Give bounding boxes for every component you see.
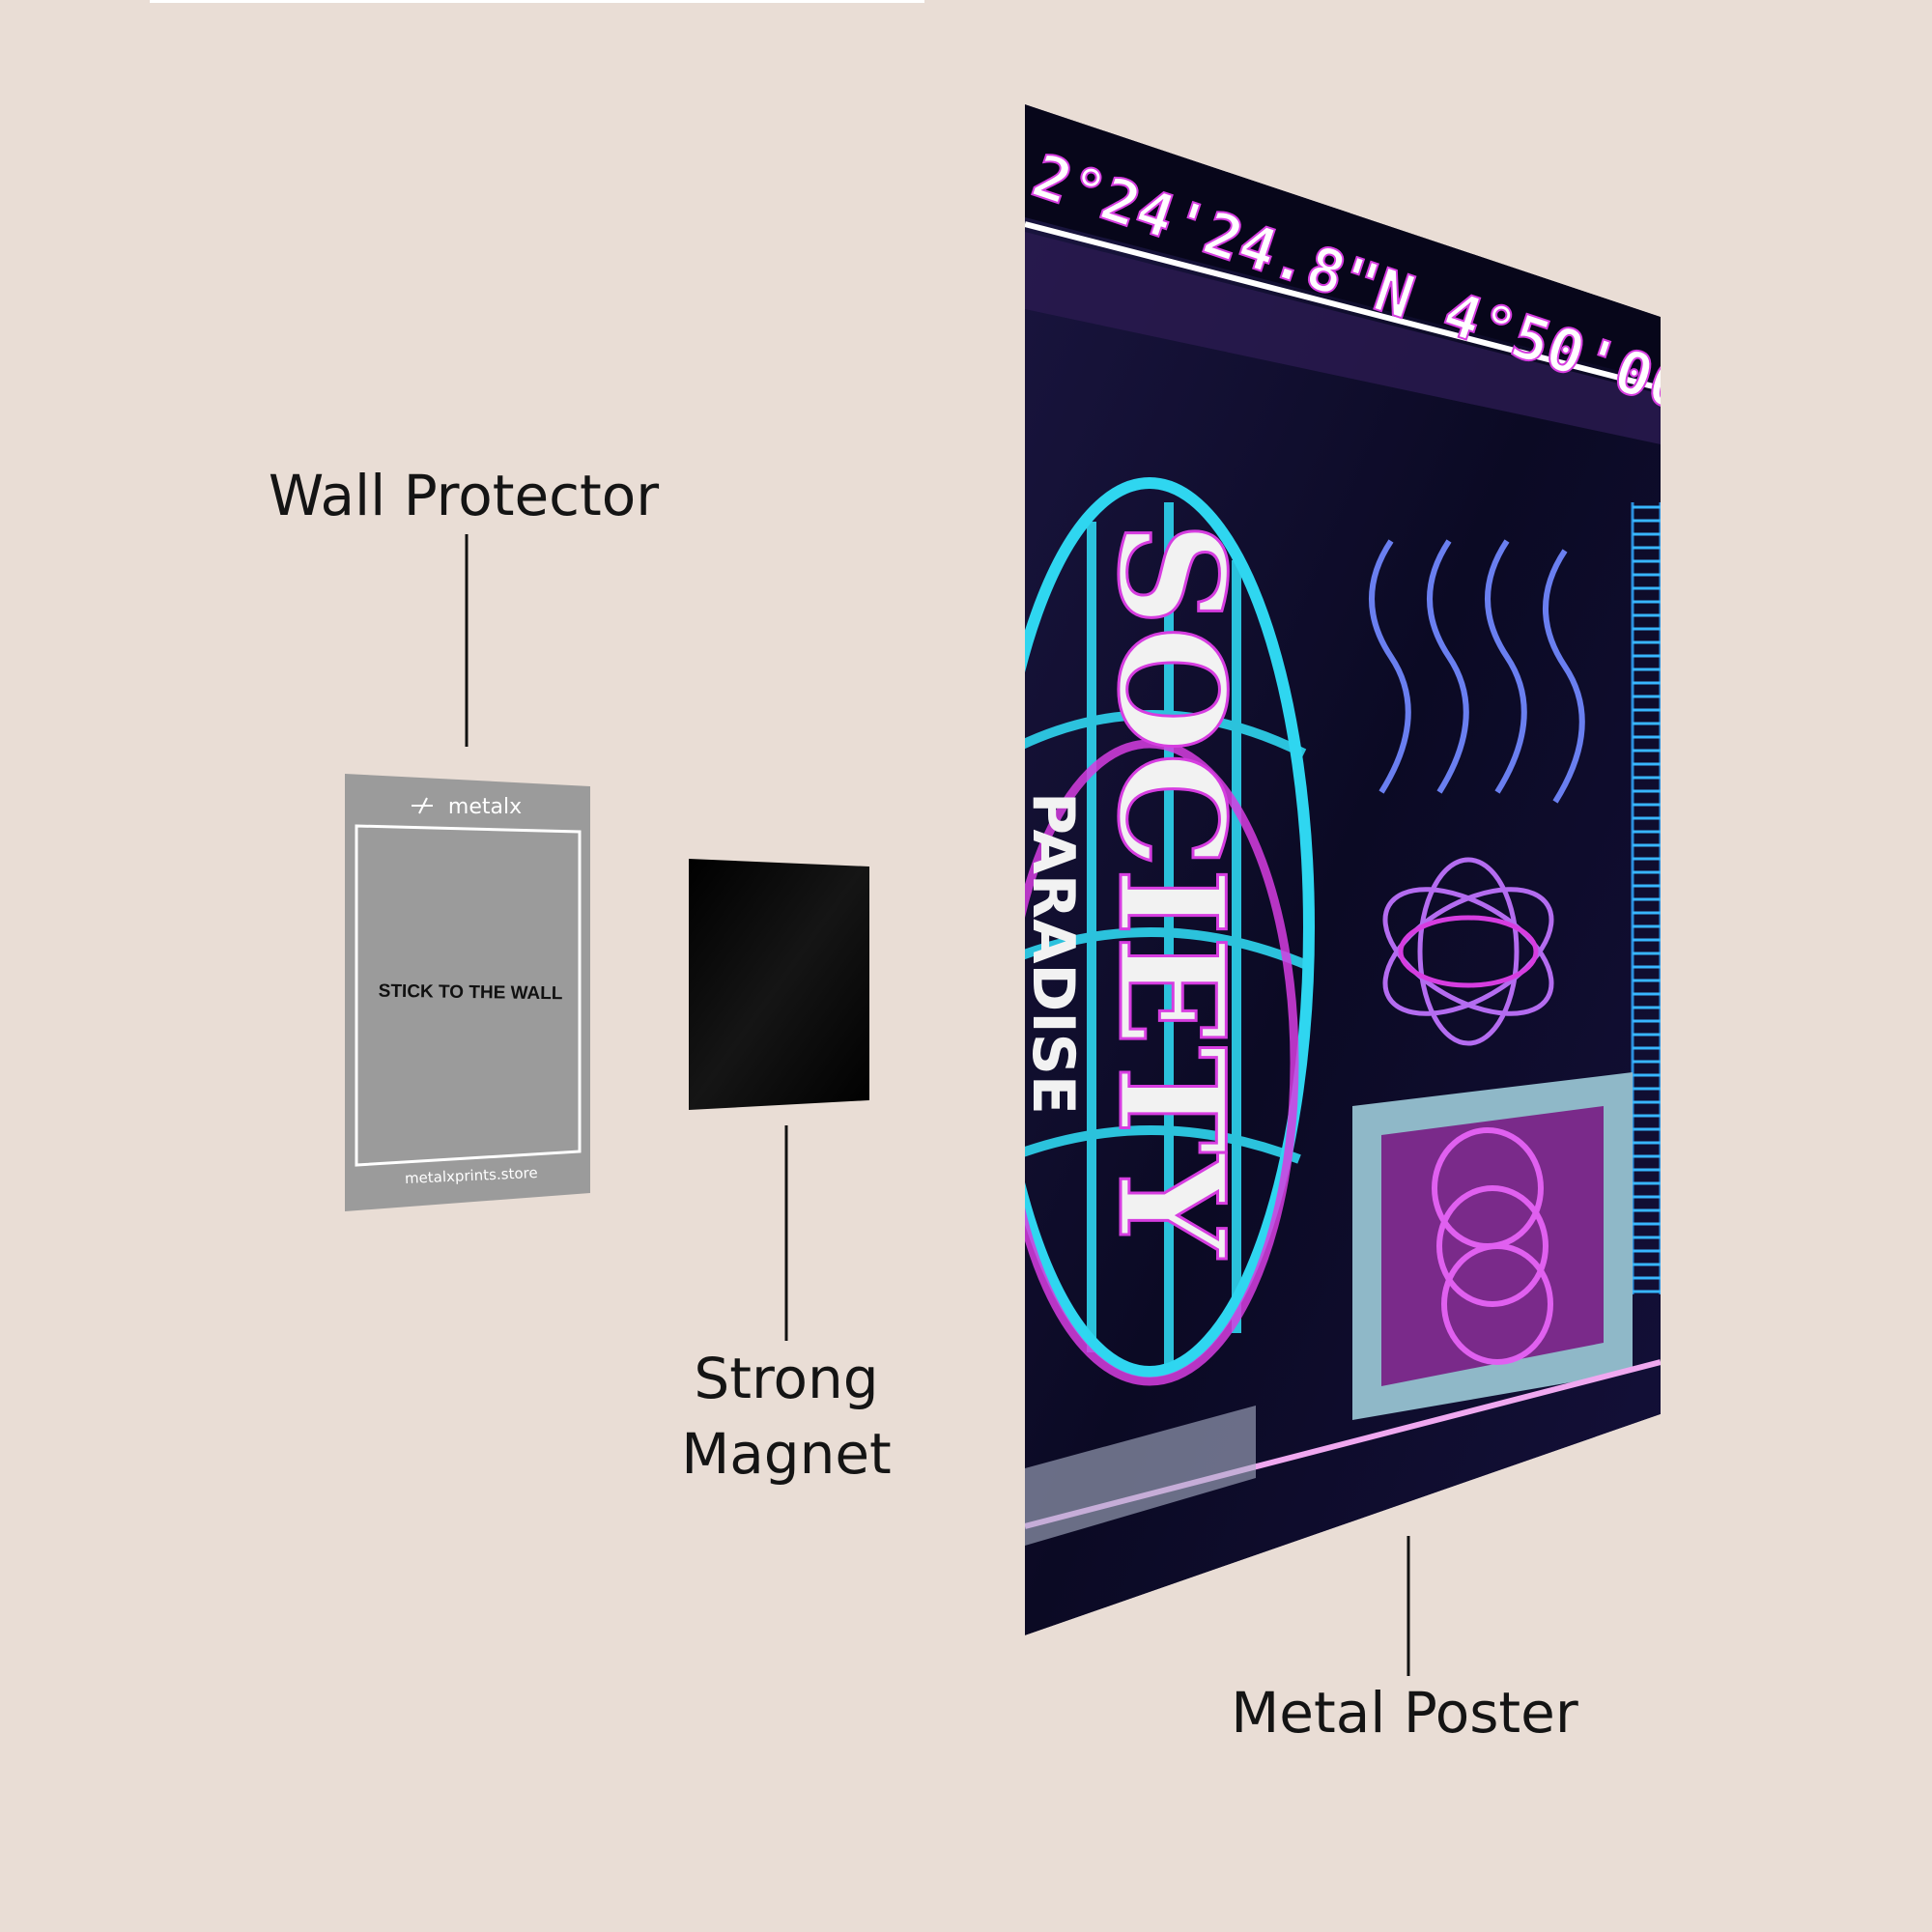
poster-oval — [1025, 477, 1315, 1378]
poster-cube — [1352, 1072, 1633, 1420]
strong-magnet-label-line2: Magnet — [681, 1421, 892, 1487]
strong-magnet — [689, 859, 869, 1110]
metal-poster: 2°24'24.8"N 4°50'00.4 SOCIETY PARADISE — [1019, 104, 1661, 1635]
protector-website: metalxprints.store — [405, 1164, 538, 1187]
poster-vertical-subword: PARADISE — [1019, 792, 1087, 1115]
wall-protector-card: metalx STICK TO THE WALL metalxprints.st… — [345, 774, 590, 1211]
metal-poster-label: Metal Poster — [1231, 1680, 1578, 1746]
protector-brand: metalx — [448, 795, 522, 819]
poster-waves — [1369, 539, 1585, 804]
wall-protector-label: Wall Protector — [268, 463, 660, 528]
top-edge-strip — [150, 0, 924, 3]
poster-atom — [1382, 857, 1554, 1046]
strong-magnet-label-line1: Strong — [694, 1346, 879, 1411]
metalx-logo-icon — [412, 797, 433, 814]
protector-instruction: STICK TO THE WALL — [379, 981, 563, 1005]
poster-vertical-word: SOCIETY — [1086, 522, 1256, 1259]
